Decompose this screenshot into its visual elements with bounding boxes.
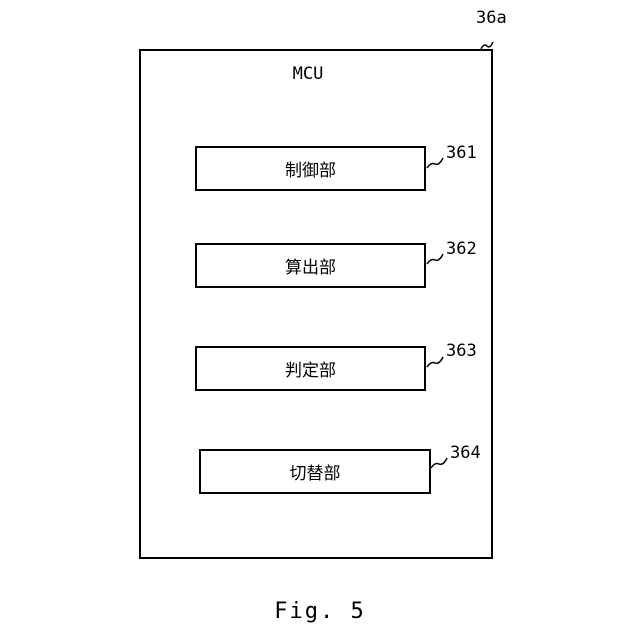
determination-unit-label: 判定部 xyxy=(285,356,336,381)
calculation-unit-block: 算出部 xyxy=(195,243,426,288)
leader-line-36a xyxy=(481,42,493,49)
switching-unit-block: 切替部 xyxy=(199,449,431,494)
determination-unit-ref: 363 xyxy=(446,341,477,361)
figure-caption: Fig. 5 xyxy=(0,599,640,624)
switching-unit-ref: 364 xyxy=(450,443,481,463)
outer-ref-label: 36a xyxy=(476,8,507,28)
control-unit-block: 制御部 xyxy=(195,146,426,191)
control-unit-ref: 361 xyxy=(446,143,477,163)
determination-unit-block: 判定部 xyxy=(195,346,426,391)
control-unit-label: 制御部 xyxy=(285,156,336,181)
calculation-unit-ref: 362 xyxy=(446,239,477,259)
calculation-unit-label: 算出部 xyxy=(285,253,336,278)
switching-unit-label: 切替部 xyxy=(290,459,341,484)
mcu-label: MCU xyxy=(0,64,616,84)
